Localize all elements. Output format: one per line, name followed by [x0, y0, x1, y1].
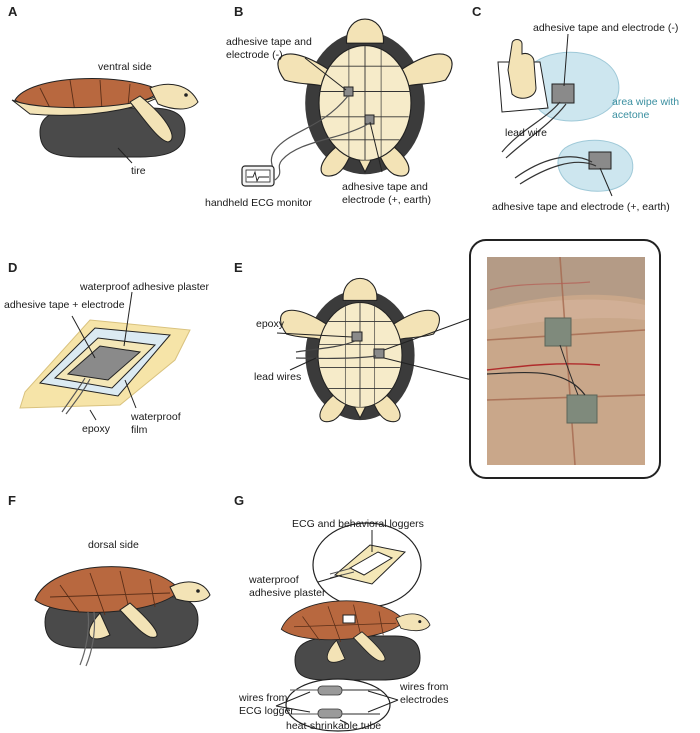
lead-wire-d2 — [65, 378, 91, 415]
tape-electrode-leader — [71, 315, 96, 359]
ventral-side-label: ventral side — [98, 61, 152, 73]
panel-f: F dorsal side — [8, 493, 211, 667]
electrode-neg-leader-b — [304, 57, 347, 91]
photo-electrodes-on-plastron — [486, 256, 646, 466]
heat-shrink-tubes — [290, 685, 380, 719]
electrode-pos-label-c: adhesive tape and electrode (+, earth) — [492, 201, 670, 213]
lead-wires-label-e: lead wires — [254, 371, 301, 383]
panel-g: G ECG and behavioral loggers waterproof … — [234, 493, 449, 732]
epoxy-leader-d — [89, 409, 97, 421]
acetone-label-line1: area wipe with — [612, 96, 679, 108]
lead-wire-e1 — [295, 340, 356, 353]
electrode-pos-label-b-line2: electrode (+, earth) — [342, 194, 431, 206]
lead-wire-e2 — [295, 355, 377, 360]
panel-letter-a: A — [8, 4, 18, 19]
zoom-line-lower — [383, 357, 473, 381]
turtle-plastron-e — [279, 277, 441, 423]
panel-letter-d: D — [8, 260, 17, 275]
film-label-d-line1: waterproof — [130, 411, 181, 423]
electrode-neg-leader-c — [563, 33, 569, 87]
electrode-wires-label-line2: electrodes — [400, 694, 448, 706]
electrode-wires-label-line1: wires from — [399, 681, 449, 693]
acetone-label-line2: acetone — [612, 109, 650, 121]
loggers-label-g: ECG and behavioral loggers — [292, 518, 424, 530]
panel-e: E epoxy lead wires — [234, 239, 661, 479]
logger-on-turtle — [342, 614, 356, 624]
lead-wires-leader-e — [289, 357, 317, 371]
tire-leader-line — [117, 147, 133, 164]
wipe-hand-icon — [497, 39, 549, 113]
film-leader-d — [124, 379, 137, 409]
panel-letter-b: B — [234, 4, 243, 19]
lead-wire-c2 — [505, 103, 567, 159]
panel-c: C adhesive tape and electrode (-) area w… — [472, 4, 679, 213]
lead-wire-c3 — [514, 156, 593, 179]
electrode-neg-label-b-line2: electrode (-) — [226, 49, 283, 61]
turtle-ventral-side — [11, 78, 199, 143]
tube-leader-g — [339, 719, 349, 725]
panel-letter-f: F — [8, 493, 16, 508]
electrode-positive-c — [588, 151, 612, 170]
tire-label: tire — [131, 165, 146, 177]
tube-zoom-circle — [285, 678, 391, 732]
panel-letter-c: C — [472, 4, 482, 19]
plaster-label-d: waterproof adhesive plaster — [79, 281, 209, 293]
epoxy-label-e: epoxy — [256, 318, 285, 330]
tire-shape-g — [294, 635, 421, 681]
electrode-negative-c — [551, 83, 575, 104]
plaster-label-g-line2: adhesive plaster — [249, 587, 326, 599]
tape-electrode-label: adhesive tape + electrode — [4, 299, 125, 311]
logger-body-g — [348, 551, 394, 576]
film-label-d-line2: film — [131, 424, 148, 436]
plaster-leader-g — [317, 574, 343, 583]
electrode-positive-e — [373, 348, 385, 359]
lead-wire-b2 — [274, 123, 369, 181]
electrode-pos-leader-c — [599, 167, 613, 197]
ecg-wires-label-line2: ECG logger — [239, 705, 294, 717]
dorsal-side-label: dorsal side — [88, 539, 139, 551]
panel-letter-g: G — [234, 493, 244, 508]
ecg-wires-label-line1: wires from — [238, 692, 288, 704]
electrode-wires-leader-a — [367, 690, 399, 701]
electrode-pos-leader-b — [369, 121, 383, 173]
epoxy-label-d: epoxy — [82, 423, 111, 435]
tube-label-g: heat-shrinkable tube — [286, 720, 381, 732]
zoom-line-upper — [383, 317, 473, 351]
panel-a: A ventral side tire — [8, 4, 199, 177]
lead-wire-d1 — [61, 377, 86, 413]
lead-wire-c1 — [501, 101, 561, 153]
ecg-wires-leader-a — [275, 691, 311, 707]
electrode-neg-label-c: adhesive tape and electrode (-) — [533, 22, 678, 34]
lead-wire-f2 — [85, 611, 96, 667]
lead-wire-f1 — [79, 611, 90, 666]
ecg-monitor-label: handheld ECG monitor — [205, 197, 312, 209]
panel-b: B adhesive tape and electrode (-) handhe… — [205, 4, 453, 209]
electrode-d — [66, 345, 142, 381]
electrode-wires-leader-b — [367, 699, 399, 713]
ecg-wires-leader-b — [275, 705, 311, 713]
epoxy-leader-e — [276, 332, 353, 338]
plaster-leader-d — [123, 291, 133, 347]
electrode-negative-b — [343, 86, 354, 97]
panel-d: D waterproof adhesive plaster adhesive t… — [4, 260, 209, 436]
panel-letter-e: E — [234, 260, 243, 275]
electrode-negative-e — [351, 331, 363, 342]
electrode-positive-b — [364, 114, 375, 125]
lead-wire-label-c: lead wire — [505, 127, 547, 139]
lead-wire-c4 — [519, 161, 597, 185]
electrode-pos-label-b-line1: adhesive tape and — [342, 181, 428, 193]
plaster-label-g-line1: waterproof — [248, 574, 299, 586]
electrode-neg-label-b-line1: adhesive tape and — [226, 36, 312, 48]
ecg-monitor-icon — [241, 165, 275, 187]
